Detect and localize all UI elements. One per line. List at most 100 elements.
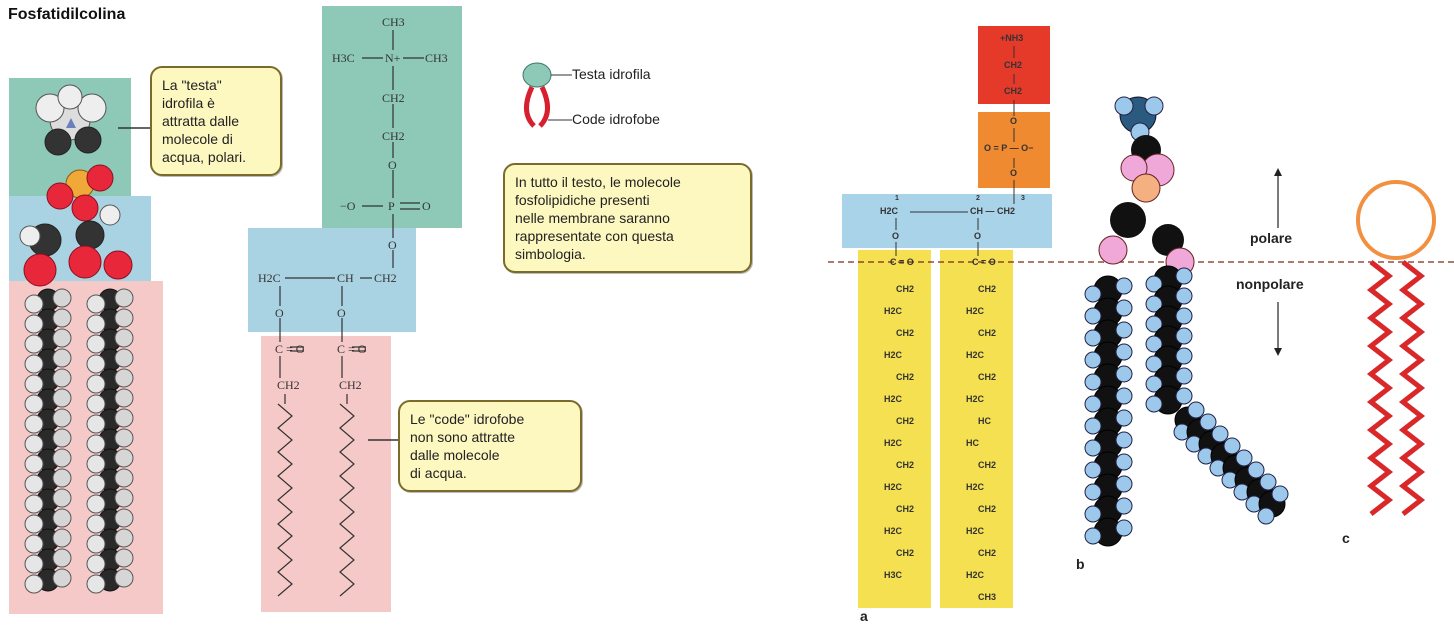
- model-b-hydrogen: [1271, 485, 1289, 503]
- model-b-hydrogen: [1115, 431, 1133, 449]
- model-b-hydrogen: [1145, 275, 1163, 293]
- tail-hydrogen-sphere: [52, 448, 72, 468]
- chain2-group: HC: [978, 416, 991, 426]
- legend-tails-label: Code idrofobe: [572, 111, 660, 127]
- right-panel: +NH3 CH2 CH2 O O = P — O− O H2C CH — CH2…: [828, 0, 1454, 627]
- chain1-group: H2C: [884, 306, 903, 316]
- tail-hydrogen-sphere: [24, 554, 44, 574]
- tail-hydrogen-sphere: [86, 474, 106, 494]
- chain2-group: CH2: [978, 460, 997, 470]
- model-b-hydrogen: [1115, 321, 1133, 339]
- glycerol-zone-lightblue: [842, 194, 1052, 248]
- formula-p: P: [388, 199, 395, 213]
- model-b-hydrogen: [1084, 417, 1102, 435]
- chain2-group: H2C: [966, 526, 985, 536]
- chain1-group: CH2: [896, 460, 915, 470]
- tail-hydrogen-sphere: [24, 394, 44, 414]
- tail-hydrogen-sphere: [52, 568, 72, 588]
- model-b-hydrogen: [1145, 315, 1163, 333]
- chain1-group: CH2: [896, 548, 915, 558]
- model-b-hydrogen: [1199, 413, 1217, 431]
- chain2-group: H2C: [966, 482, 985, 492]
- chain2-group: H2C: [966, 350, 985, 360]
- model-b-hydrogen: [1084, 351, 1102, 369]
- model-b-hydrogen: [1084, 461, 1102, 479]
- chain2-group: CH2: [978, 548, 997, 558]
- model-b-hydrogen: [1084, 395, 1102, 413]
- tail-hydrogen-sphere: [24, 514, 44, 534]
- model-b-hydrogen: [1175, 287, 1193, 305]
- chain2-group: CH3: [978, 592, 997, 602]
- model-b-hydrogen: [1175, 307, 1193, 325]
- tail-hydrogen-sphere: [114, 328, 134, 348]
- tail-hydrogen-sphere: [52, 408, 72, 428]
- tail-hydrogen-sphere: [86, 554, 106, 574]
- model-b-hydrogen: [1115, 299, 1133, 317]
- tail-hydrogen-sphere: [24, 434, 44, 454]
- tail-hydrogen-sphere: [86, 574, 106, 594]
- tail-hydrogen-sphere: [86, 314, 106, 334]
- tail-hydrogen-sphere: [24, 494, 44, 514]
- chain2-group: CH2: [978, 328, 997, 338]
- tail-hydrogen-sphere: [52, 468, 72, 488]
- formula-o-3: O: [275, 306, 284, 320]
- chain1-zone-yellow: [858, 250, 931, 608]
- model-b-hydrogen: [1175, 267, 1193, 285]
- right-num-3: 3: [1021, 195, 1025, 202]
- tail-hydrogen-sphere: [52, 528, 72, 548]
- formula-glycerol-zone: [248, 228, 416, 332]
- formula-c-eq-o-1: C = O: [275, 342, 305, 356]
- model-b-hydrogen: [1084, 285, 1102, 303]
- model-b-hydrogen: [1211, 425, 1229, 443]
- formula-ch2-c: CH2: [374, 271, 397, 285]
- chain1-group: CH2: [896, 284, 915, 294]
- space-filling-model-b: [1098, 96, 1195, 277]
- tail-hydrogen-sphere: [86, 414, 106, 434]
- phospholipid-symbol: [522, 62, 572, 128]
- model-b-hydrogen: [1084, 307, 1102, 325]
- model-b-hydrogen: [1223, 437, 1241, 455]
- right-formula-bonds: [895, 46, 1015, 256]
- tail-hydrogen-sphere: [52, 508, 72, 528]
- formula-ch2-a: CH2: [382, 91, 405, 105]
- model-b-hydrogen: [1115, 453, 1133, 471]
- right-phos-o-top: O: [1010, 116, 1018, 126]
- model-b-hydrogen: [1145, 295, 1163, 313]
- tails-callout: Le "code" idrofobe non sono attratte dal…: [398, 400, 582, 492]
- tail-hydrogen-sphere: [114, 508, 134, 528]
- tail-hydrogen-sphere: [52, 288, 72, 308]
- formula-n-plus: N+: [385, 51, 401, 65]
- right-ch2-b: CH2: [1004, 86, 1023, 96]
- chain2-group: H2C: [966, 570, 985, 580]
- tail-hydrogen-sphere: [114, 368, 134, 388]
- space-filling-head: [35, 84, 107, 156]
- panel-label-c: c: [1342, 530, 1350, 546]
- tail-hydrogen-sphere: [114, 428, 134, 448]
- tail-hydrogen-sphere: [52, 428, 72, 448]
- chain2-group: CH2: [978, 372, 997, 382]
- tail-zigzag-2: [339, 403, 355, 597]
- chain1-group: H2C: [884, 350, 903, 360]
- head-callout: La "testa" idrofila è attratta dalle mol…: [150, 66, 282, 176]
- formula-ch3-top: CH3: [382, 15, 405, 29]
- model-b-hydrogen: [1145, 355, 1163, 373]
- tail-zigzag-1: [277, 403, 293, 597]
- formula-o-minus: −O: [340, 199, 356, 213]
- amine-zone-red: [978, 26, 1050, 104]
- chain1-group: CH2: [896, 328, 915, 338]
- model-b-hydrogen: [1115, 343, 1133, 361]
- model-b-hydrogen: [1115, 475, 1133, 493]
- tail-hydrogen-sphere: [52, 368, 72, 388]
- model-b-hydrogen: [1175, 387, 1193, 405]
- tail-hydrogen-sphere: [86, 534, 106, 554]
- tail-hydrogen-sphere: [24, 454, 44, 474]
- left-diagram-graphics: [9, 6, 572, 614]
- formula-ch2-d: CH2: [277, 378, 300, 392]
- right-glycerol-h2c: H2C: [880, 206, 899, 216]
- model-b-hydrogen: [1115, 365, 1133, 383]
- tail-hydrogen-sphere: [52, 328, 72, 348]
- formula-head-zone: [322, 6, 462, 228]
- tail-hydrogen-sphere: [114, 448, 134, 468]
- tail-hydrogen-sphere: [114, 548, 134, 568]
- model-b-hydrogen: [1247, 461, 1265, 479]
